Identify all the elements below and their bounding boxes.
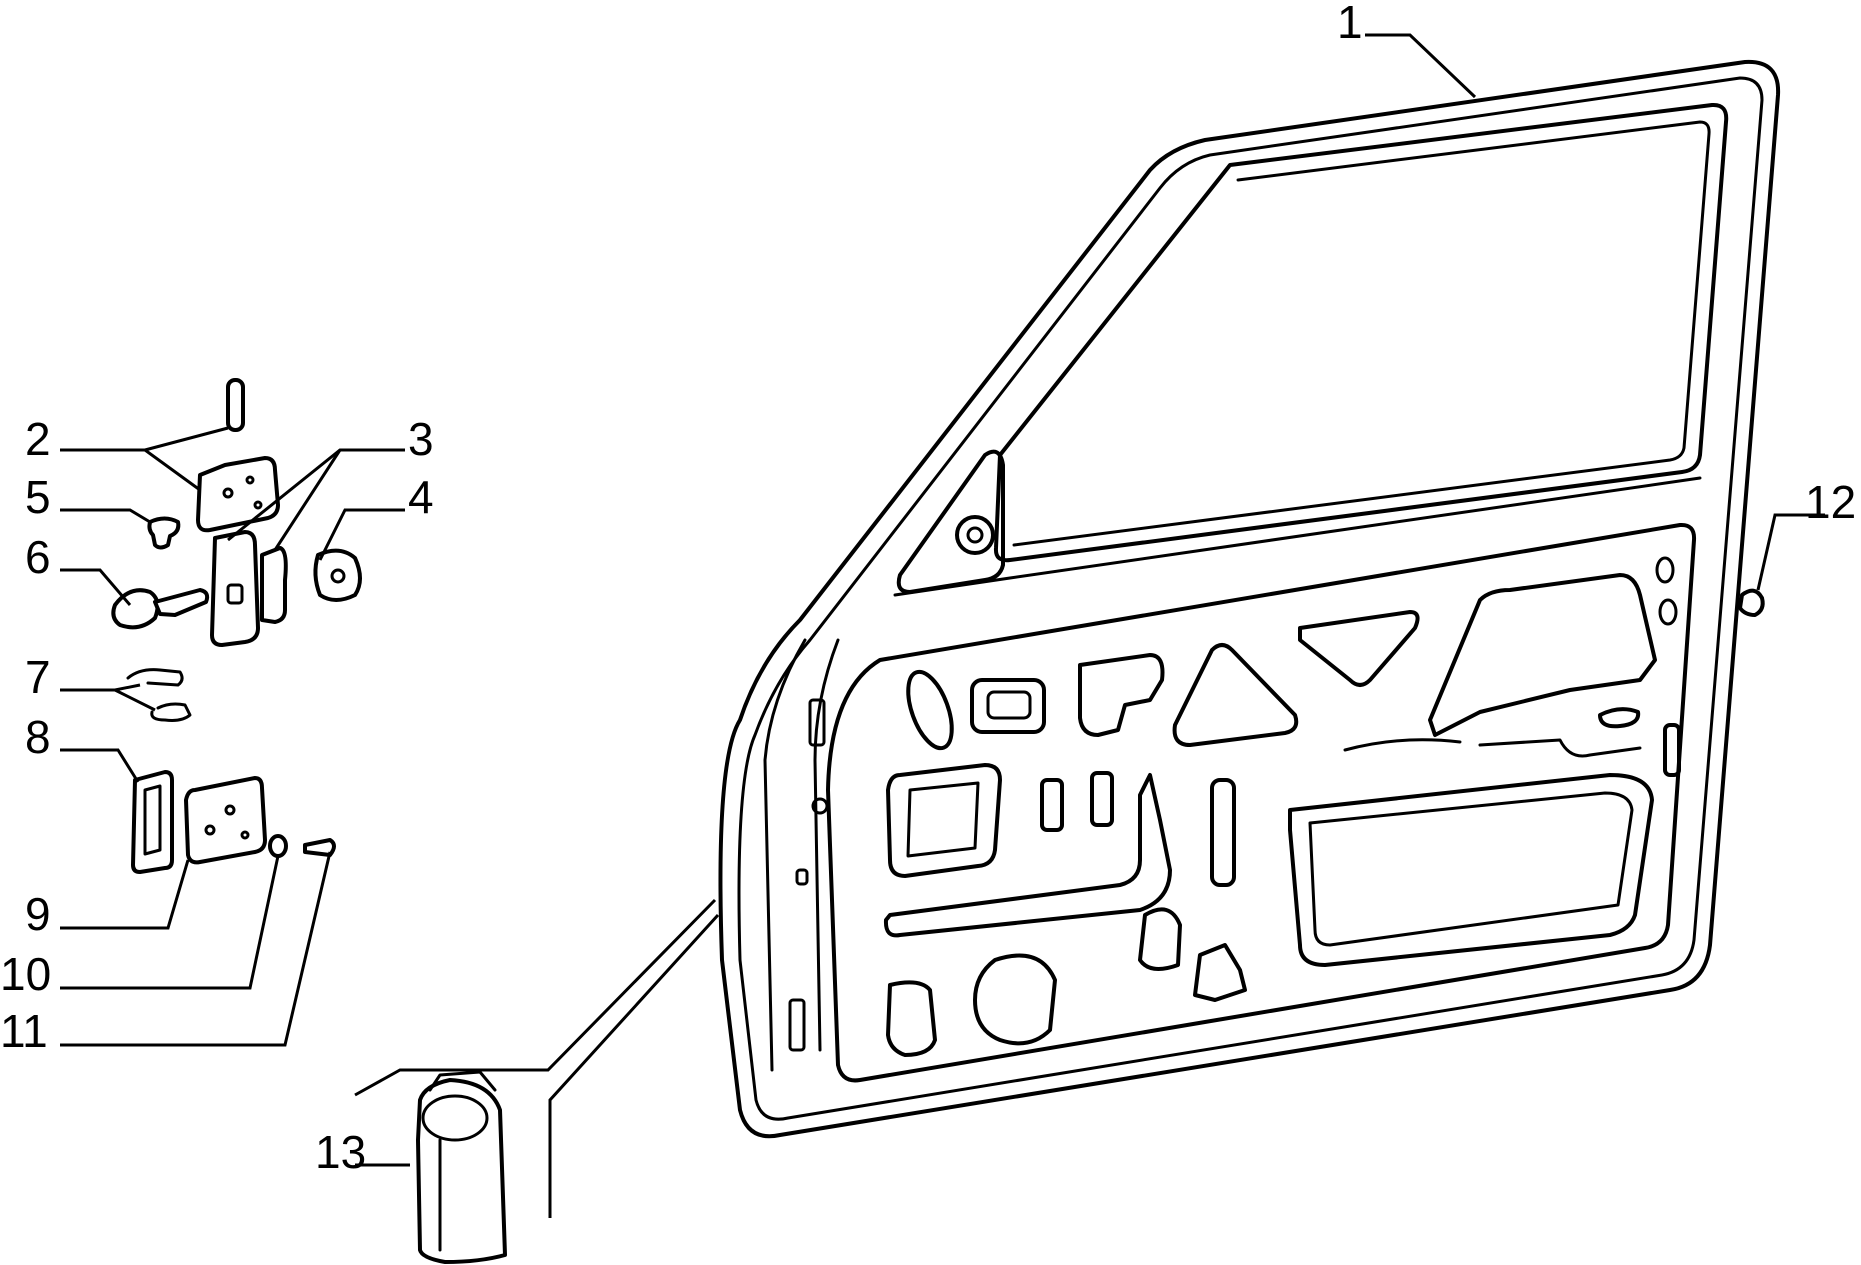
lower-plate [131, 770, 174, 874]
callout-12: 12 [1805, 476, 1856, 528]
callout-3: 3 [408, 413, 434, 465]
callout-2: 2 [25, 413, 51, 465]
hinge-lower [184, 776, 267, 865]
hinge-pin [147, 516, 181, 550]
callout-10: 10 [0, 948, 51, 1000]
washer [268, 834, 288, 858]
callout-6: 6 [25, 531, 51, 583]
callout-1: 1 [1337, 0, 1363, 48]
door-shell [718, 59, 1781, 1139]
callout-11: 11 [0, 1005, 48, 1057]
clips [126, 668, 192, 722]
callout-13: 13 [315, 1126, 366, 1178]
door-seal [416, 1070, 507, 1264]
callout-7: 7 [25, 651, 51, 703]
hinge-upper-plate [196, 378, 280, 533]
hinge-latch [210, 530, 288, 647]
leader-lines [60, 33, 1825, 1218]
key-bolt [111, 588, 210, 630]
callout-8: 8 [25, 711, 51, 763]
rubber-plug [313, 548, 362, 602]
callouts: 1 2 3 4 5 6 7 8 9 10 11 12 13 [0, 0, 1856, 1178]
callout-9: 9 [25, 888, 51, 940]
callout-5: 5 [25, 471, 51, 523]
door-clip [1738, 588, 1765, 617]
callout-4: 4 [408, 471, 434, 523]
